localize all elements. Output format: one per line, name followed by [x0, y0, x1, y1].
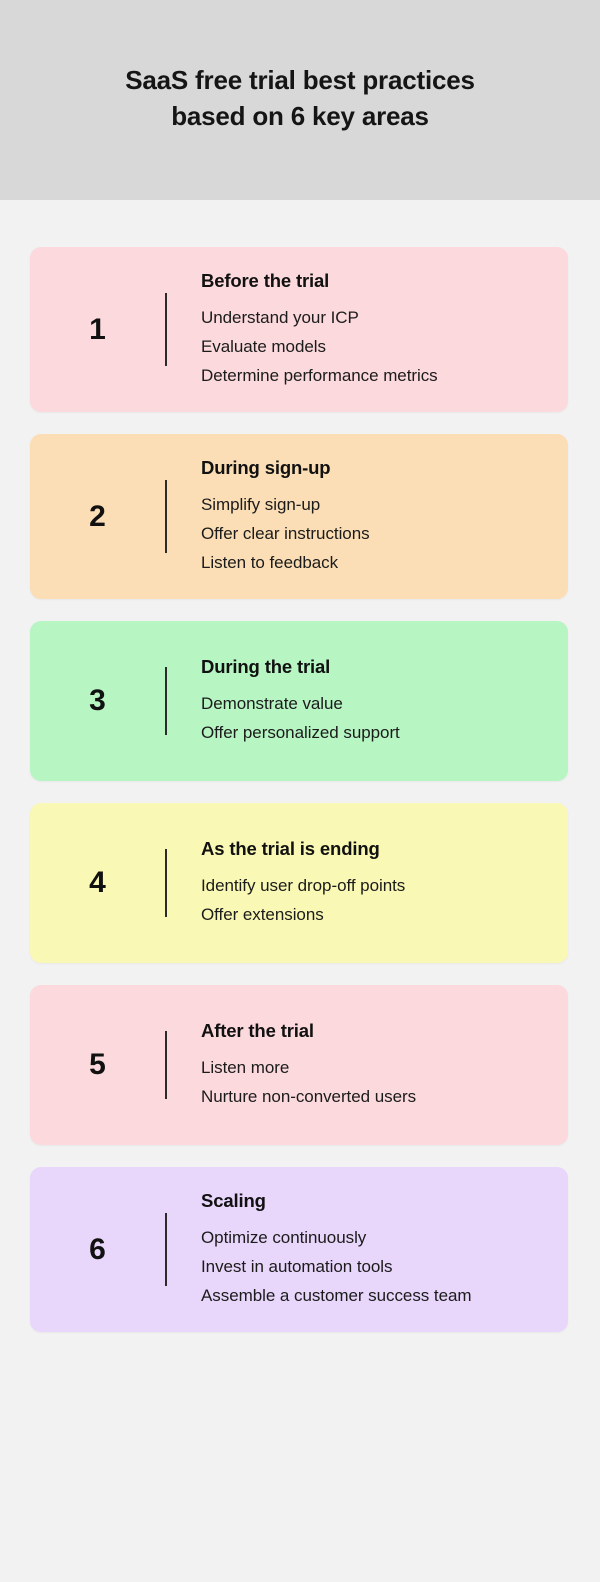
card-line: Determine performance metrics: [201, 366, 438, 386]
card-5[interactable]: 5 After the trial Listen more Nurture no…: [30, 985, 568, 1146]
card-6[interactable]: 6 Scaling Optimize continuously Invest i…: [30, 1167, 568, 1333]
card-divider: [165, 480, 167, 554]
card-line: Assemble a customer success team: [201, 1286, 472, 1306]
card-heading: As the trial is ending: [201, 838, 380, 860]
card-heading: During sign-up: [201, 457, 331, 479]
card-line: Simplify sign-up: [201, 495, 321, 515]
zigzag-torn-edge-icon: [0, 186, 600, 200]
card-line: Nurture non-converted users: [201, 1087, 417, 1107]
card-divider: [165, 1031, 167, 1100]
card-divider: [165, 667, 167, 736]
card-line: Evaluate models: [201, 337, 326, 357]
card-number: 3: [89, 684, 106, 718]
page-title: SaaS free trial best practices based on …: [0, 62, 600, 134]
card-line: Offer personalized support: [201, 723, 400, 743]
card-heading: During the trial: [201, 656, 331, 678]
card-number: 1: [89, 312, 106, 346]
card-2[interactable]: 2 During sign-up Simplify sign-up Offer …: [30, 434, 568, 600]
card-list: 1 Before the trial Understand your ICP E…: [0, 200, 600, 1354]
card-line: Understand your ICP: [201, 308, 359, 328]
card-number: 5: [89, 1048, 106, 1082]
card-line: Invest in automation tools: [201, 1257, 393, 1277]
page-title-line-2: based on 6 key areas: [171, 101, 429, 131]
card-line: Identify user drop-off points: [201, 876, 406, 896]
card-divider: [165, 1213, 167, 1287]
page-title-line-1: SaaS free trial best practices: [125, 65, 475, 95]
card-content: Before the trial Understand your ICP Eva…: [167, 247, 568, 412]
card-line: Demonstrate value: [201, 694, 343, 714]
card-4[interactable]: 4 As the trial is ending Identify user d…: [30, 803, 568, 964]
card-line: Offer clear instructions: [201, 524, 370, 544]
card-heading: After the trial: [201, 1020, 314, 1042]
card-3[interactable]: 3 During the trial Demonstrate value Off…: [30, 621, 568, 782]
card-1[interactable]: 1 Before the trial Understand your ICP E…: [30, 247, 568, 413]
card-divider: [165, 849, 167, 918]
card-number: 2: [89, 499, 106, 533]
card-line: Listen more: [201, 1058, 290, 1078]
card-divider: [165, 293, 167, 367]
card-line: Listen to feedback: [201, 553, 339, 573]
card-heading: Before the trial: [201, 270, 330, 291]
header-banner: SaaS free trial best practices based on …: [0, 0, 600, 200]
card-content: As the trial is ending Identify user dro…: [167, 815, 568, 951]
card-line: Offer extensions: [201, 905, 324, 925]
card-number: 4: [89, 866, 106, 900]
card-content: After the trial Listen more Nurture non-…: [167, 997, 568, 1133]
card-content: During sign-up Simplify sign-up Offer cl…: [167, 434, 568, 599]
card-content: During the trial Demonstrate value Offer…: [167, 633, 568, 769]
card-heading: Scaling: [201, 1190, 266, 1212]
card-number: 6: [89, 1232, 106, 1266]
card-content: Scaling Optimize continuously Invest in …: [167, 1167, 568, 1332]
card-line: Optimize continuously: [201, 1228, 367, 1248]
